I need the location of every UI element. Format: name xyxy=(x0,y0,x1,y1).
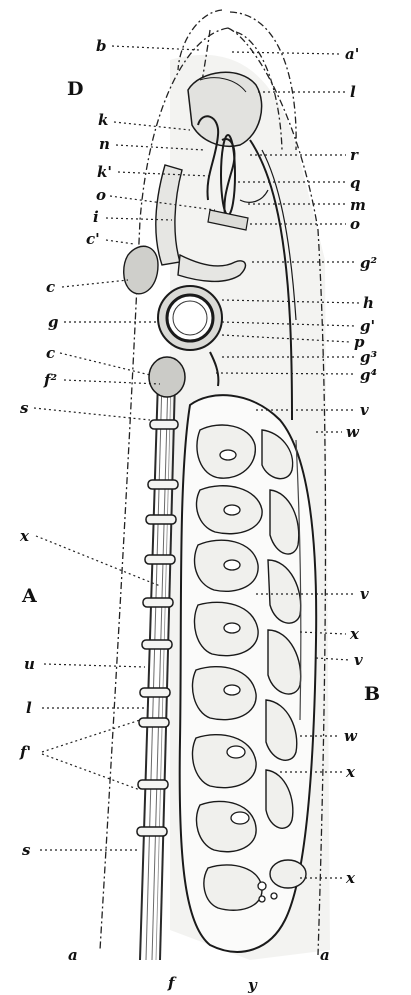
label-a-right: a xyxy=(320,946,330,964)
label-c-lower: c xyxy=(46,344,55,362)
label-x3: x xyxy=(345,869,356,887)
label-o-right: o xyxy=(350,215,360,233)
label-c-upper: c xyxy=(46,278,55,296)
label-w1: w xyxy=(346,423,360,441)
label-s-lower: s xyxy=(22,841,31,859)
label-x2: x xyxy=(345,763,356,781)
label-w2: w xyxy=(344,727,358,745)
label-l-lower: l xyxy=(26,699,32,717)
reticulated-organ xyxy=(180,395,317,952)
label-a-prime: a' xyxy=(345,45,359,63)
label-r: r xyxy=(350,146,359,164)
label-o-left: o xyxy=(96,186,106,204)
region-label-b: D xyxy=(67,78,83,100)
label-v3: v xyxy=(354,651,363,669)
label-g3: g³ xyxy=(360,348,377,366)
label-a-left: a xyxy=(68,946,78,964)
label-k-prime: k' xyxy=(97,163,112,181)
label-c-prime: c' xyxy=(86,230,100,248)
region-label-d: B xyxy=(364,683,380,705)
label-l-top: l xyxy=(350,83,356,101)
label-g2: g² xyxy=(360,254,377,272)
label-f-prime: f' xyxy=(19,743,31,761)
label-g: g xyxy=(48,313,59,331)
label-f: f xyxy=(167,974,177,992)
label-u: u xyxy=(24,655,35,673)
label-m: m xyxy=(350,196,366,214)
label-v2: v xyxy=(360,585,369,603)
region-label-a: A xyxy=(21,585,37,607)
label-y: y xyxy=(247,976,258,994)
label-x1: x xyxy=(349,625,360,643)
label-q: q xyxy=(350,174,361,192)
label-b: b xyxy=(96,37,107,55)
label-x-left: x xyxy=(19,527,30,545)
label-i: i xyxy=(93,208,99,226)
label-h: h xyxy=(363,294,374,312)
label-s-upper: s xyxy=(20,399,29,417)
label-g4: g⁴ xyxy=(360,366,377,384)
label-n: n xyxy=(99,135,110,153)
label-f2: f² xyxy=(43,371,57,389)
label-v1: v xyxy=(360,401,369,419)
label-k: k xyxy=(98,111,108,129)
notochord xyxy=(140,380,175,960)
